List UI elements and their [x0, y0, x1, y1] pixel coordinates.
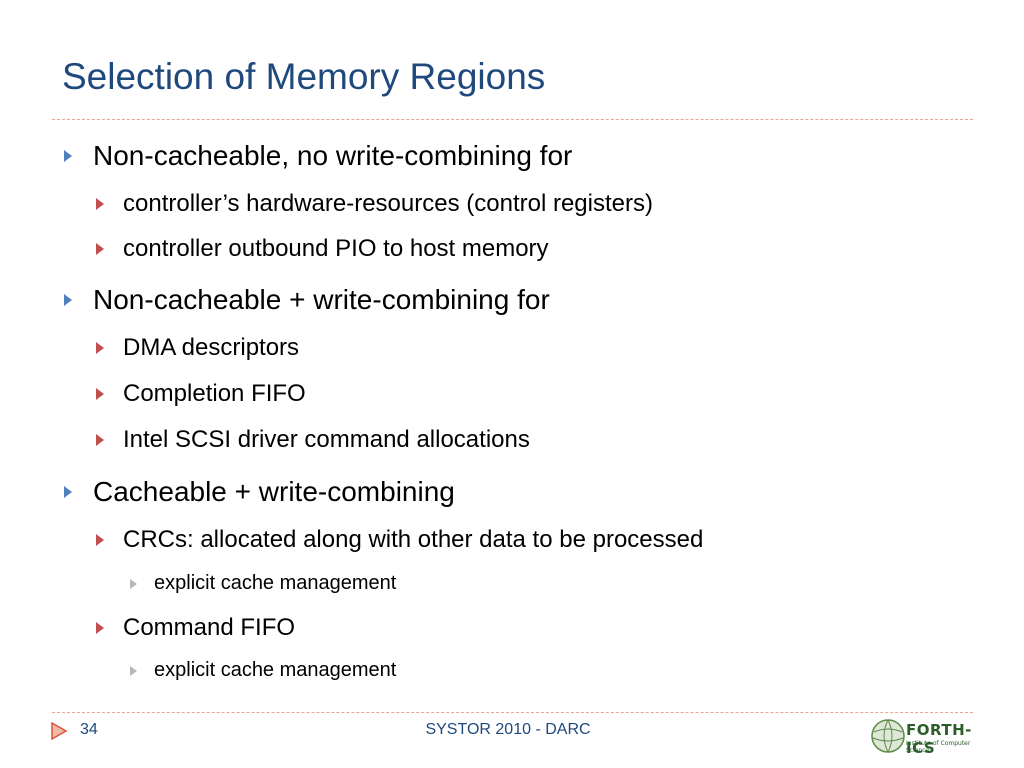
bullet-icon [96, 534, 116, 546]
bullet-icon [96, 243, 116, 255]
bullet-text: explicit cache management [154, 572, 397, 594]
bullet-text: DMA descriptors [123, 334, 300, 361]
slide-title: Selection of Memory Regions [62, 56, 546, 97]
title-divider [52, 119, 973, 120]
bullet-level3: explicit cache management [130, 572, 396, 595]
bullet-level1: Non-cacheable, no write-combining for [64, 140, 572, 172]
page-number: 34 [80, 721, 98, 738]
bullet-level2: Command FIFO [96, 614, 295, 642]
triangle-right-icon[interactable] [50, 721, 68, 741]
bullet-text: controller outbound PIO to host memory [123, 235, 549, 262]
bullet-list: Non-cacheable, no write-combining for co… [64, 140, 703, 682]
globe-icon [871, 719, 905, 753]
bullet-text: controller’s hardware-resources (control… [123, 190, 653, 217]
bullet-level1: Cacheable + write-combining [64, 476, 455, 508]
bullet-icon [130, 578, 146, 589]
footer-text: SYSTOR 2010 - DARC [425, 721, 591, 738]
bullet-level1: Non-cacheable + write-combining for [64, 284, 550, 316]
logo-text: FORTH-ICS [906, 721, 972, 757]
forth-ics-logo: FORTH-ICS Institute of Computer Science [868, 716, 980, 757]
bullet-text: CRCs: allocated along with other data to… [123, 526, 704, 553]
bullet-level2: controller’s hardware-resources (control… [96, 190, 653, 218]
bullet-icon [96, 198, 116, 210]
bullet-level2: DMA descriptors [96, 334, 299, 362]
bullet-text: Non-cacheable, no write-combining for [93, 140, 573, 171]
bullet-level2: CRCs: allocated along with other data to… [96, 526, 703, 554]
bullet-level2: Intel SCSI driver command allocations [96, 426, 530, 454]
bullet-level2: controller outbound PIO to host memory [96, 235, 549, 263]
bullet-icon [96, 388, 116, 400]
bullet-text: Command FIFO [123, 614, 296, 641]
bullet-text: explicit cache management [154, 659, 397, 681]
bullet-icon [130, 665, 146, 676]
logo-subtext: Institute of Computer Science [906, 740, 971, 754]
bullet-icon [96, 434, 116, 446]
bullet-icon [96, 342, 116, 354]
bullet-text: Cacheable + write-combining [93, 476, 455, 507]
bullet-level2: Completion FIFO [96, 380, 306, 408]
bullet-text: Intel SCSI driver command allocations [123, 426, 530, 453]
footer-divider [52, 712, 973, 713]
bullet-icon [64, 486, 86, 498]
bullet-icon [64, 294, 86, 306]
bullet-icon [64, 150, 86, 162]
bullet-text: Completion FIFO [123, 380, 306, 407]
bullet-text: Non-cacheable + write-combining for [93, 284, 550, 315]
bullet-level3: explicit cache management [130, 659, 396, 682]
bullet-icon [96, 622, 116, 634]
